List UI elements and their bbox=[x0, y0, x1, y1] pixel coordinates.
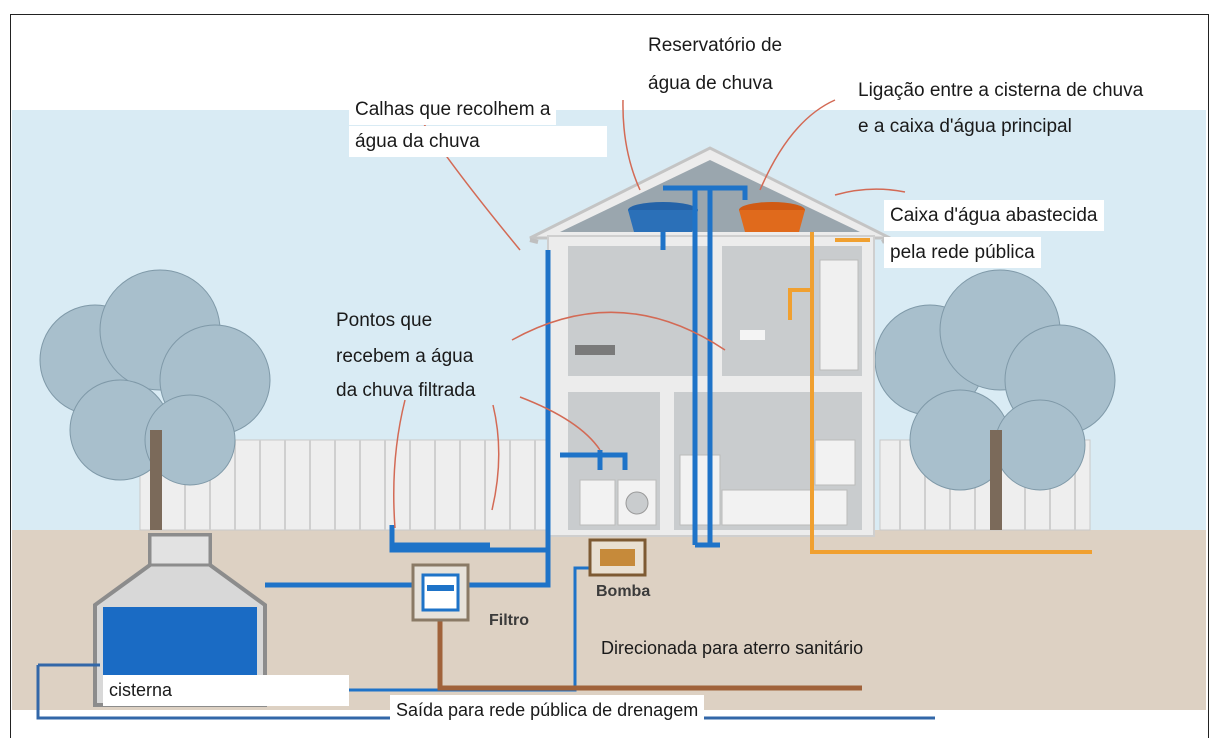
label-ligacao-line2: e a caixa d'água principal bbox=[858, 116, 1072, 137]
label-pontos-line3: da chuva filtrada bbox=[336, 380, 476, 401]
public-water-tank-orange bbox=[739, 202, 805, 232]
tree-left bbox=[39, 269, 271, 486]
label-saida: Saída para rede pública de drenagem bbox=[390, 695, 705, 726]
pump-unit bbox=[588, 538, 647, 577]
label-caixa-line2: pela rede pública bbox=[884, 237, 1041, 268]
label-calhas-line1: Calhas que recolhem a bbox=[349, 94, 557, 125]
blue-pipe-underground bbox=[258, 566, 590, 692]
label-calhas-line2: água da chuva bbox=[349, 126, 607, 157]
label-pontos-line2: recebem a água bbox=[336, 346, 474, 367]
rainwater-tank-blue bbox=[628, 202, 698, 232]
label-cisterna: cisterna bbox=[103, 675, 349, 706]
label-caixa-line1: Caixa d'água abastecida bbox=[884, 200, 1104, 231]
label-ligacao-line1: Ligação entre a cisterna de chuva bbox=[858, 80, 1144, 101]
label-reservatorio-line1: Reservatório de bbox=[648, 35, 783, 56]
public-pipes bbox=[788, 232, 1092, 554]
filter-unit bbox=[411, 563, 470, 622]
label-pontos-line1: Pontos que bbox=[336, 310, 433, 331]
label-direcionada: Direcionada para aterro sanitário bbox=[601, 638, 864, 658]
label-reservatorio-line2: água de chuva bbox=[648, 73, 773, 94]
tree-right bbox=[874, 269, 1116, 491]
drain-pipes bbox=[437, 618, 862, 691]
label-filtro: Filtro bbox=[489, 612, 529, 629]
label-bomba: Bomba bbox=[596, 583, 651, 600]
